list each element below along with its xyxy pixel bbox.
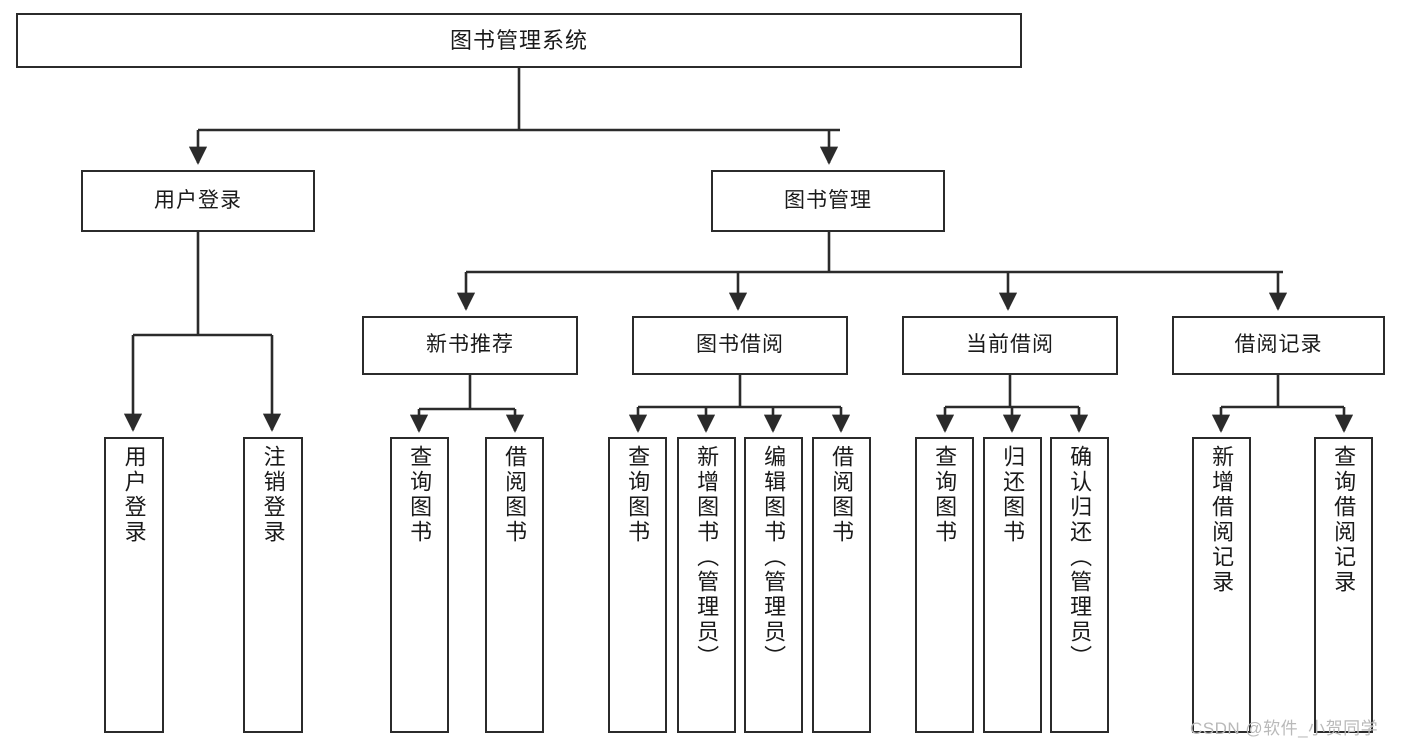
node-book-borrow[interactable]: 图书借阅	[632, 316, 848, 375]
node-leaf-edit-book[interactable]: 编辑图书（管理员）	[744, 437, 803, 733]
node-label: 查询图书	[932, 445, 958, 545]
node-leaf-query-book-3[interactable]: 查询图书	[915, 437, 974, 733]
node-leaf-confirm-return[interactable]: 确认归还（管理员）	[1050, 437, 1109, 733]
node-leaf-return-book[interactable]: 归还图书	[983, 437, 1042, 733]
node-label: 查询图书	[407, 445, 433, 545]
node-leaf-query-book-1[interactable]: 查询图书	[390, 437, 449, 733]
node-label: 用户登录	[154, 188, 242, 212]
node-root[interactable]: 图书管理系统	[16, 13, 1022, 68]
node-leaf-add-record[interactable]: 新增借阅记录	[1192, 437, 1251, 733]
watermark: CSDN @软件_小贺同学	[1190, 719, 1379, 738]
node-new-book-recommend[interactable]: 新书推荐	[362, 316, 578, 375]
node-label: 图书借阅	[696, 333, 784, 357]
node-book-manage[interactable]: 图书管理	[711, 170, 945, 232]
node-borrow-record[interactable]: 借阅记录	[1172, 316, 1385, 375]
node-label: 借阅图书	[502, 445, 528, 545]
node-label: 确认归还（管理员）	[1067, 445, 1093, 670]
node-label: 查询借阅记录	[1331, 445, 1357, 595]
node-label: 借阅记录	[1234, 333, 1323, 357]
node-current-borrow[interactable]: 当前借阅	[902, 316, 1118, 375]
node-label: 图书管理	[784, 188, 872, 212]
node-label: 注销登录	[260, 445, 286, 545]
node-label: 新增借阅记录	[1209, 445, 1235, 595]
node-label: 归还图书	[1000, 445, 1026, 545]
node-leaf-borrow-book-1[interactable]: 借阅图书	[485, 437, 544, 733]
node-leaf-add-book[interactable]: 新增图书（管理员）	[677, 437, 736, 733]
node-label: 查询图书	[625, 445, 651, 545]
node-label: 编辑图书（管理员）	[761, 445, 787, 670]
node-leaf-user-login[interactable]: 用户登录	[104, 437, 164, 733]
node-leaf-logout[interactable]: 注销登录	[243, 437, 303, 733]
node-label: 新增图书（管理员）	[694, 445, 720, 670]
node-user-login[interactable]: 用户登录	[81, 170, 315, 232]
node-label: 当前借阅	[966, 333, 1054, 357]
node-label: 图书管理系统	[449, 27, 588, 53]
node-leaf-borrow-book-2[interactable]: 借阅图书	[812, 437, 871, 733]
node-label: 借阅图书	[829, 445, 855, 545]
node-leaf-query-record[interactable]: 查询借阅记录	[1314, 437, 1373, 733]
node-label: 用户登录	[121, 445, 147, 545]
node-label: 新书推荐	[426, 333, 514, 357]
node-leaf-query-book-2[interactable]: 查询图书	[608, 437, 667, 733]
